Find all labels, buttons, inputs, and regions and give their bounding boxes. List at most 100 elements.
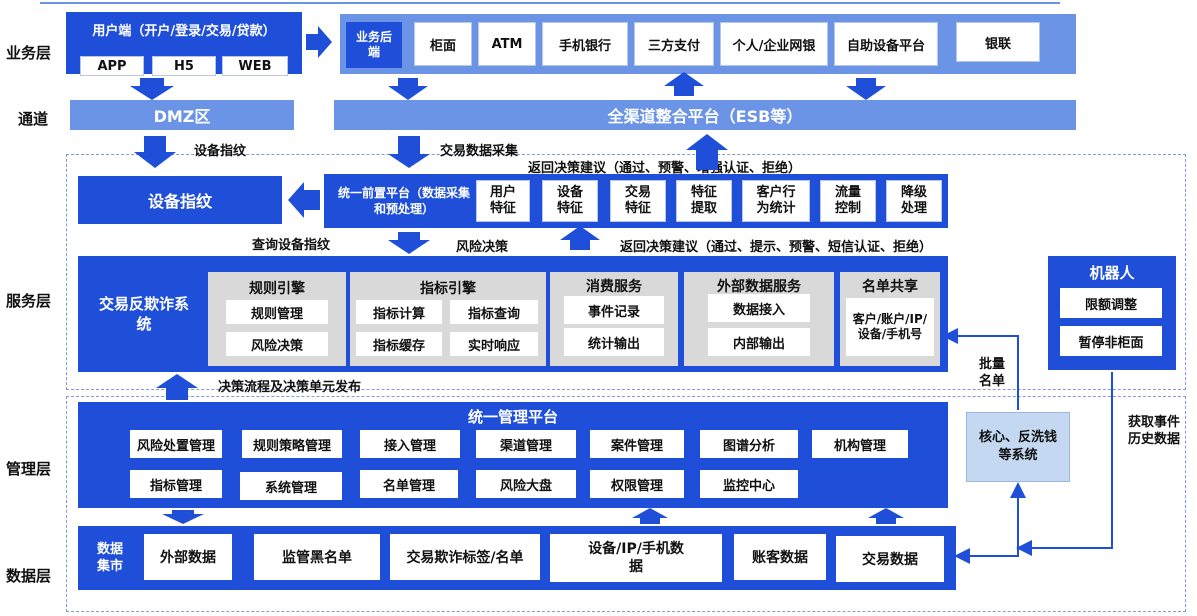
rules-risk-decision: 风险决策	[226, 332, 328, 356]
frontend-device-feature: 设备特征	[542, 180, 598, 222]
layer-label-management: 管理层	[6, 460, 52, 478]
backend-third-pay: 三方支付	[634, 22, 714, 66]
arrow-user-to-dmz	[130, 78, 174, 100]
line-robot-history	[1016, 372, 1113, 556]
mgmt-risk-dashboard: 风险大盘	[476, 470, 576, 498]
mgmt-risk-disposal: 风险处置管理	[130, 430, 222, 458]
label-txn-collect: 交易数据采集	[440, 144, 519, 159]
layer-label-channel: 通道	[18, 110, 49, 128]
rules-engine-title: 规则引擎	[249, 281, 305, 297]
arrow-frontend-to-device-fp	[288, 182, 320, 218]
label-return-suggestion-top: 返回决策建议（通过、预警、增强认证、拒绝）	[528, 161, 802, 176]
rules-engine-panel: 规则引擎 规则管理 风险决策	[208, 272, 346, 366]
external-data-service-panel: 外部数据服务 数据接入 内部输出	[684, 272, 834, 366]
data-device-ip-phone: 设备/IP/手机数据	[550, 534, 722, 582]
layer-label-business: 业务层	[6, 44, 52, 62]
top-divider	[40, 2, 1060, 4]
data-account-customer: 账客数据	[734, 534, 826, 580]
list-share-content: 客户/账户/IP/设备/手机号	[846, 298, 934, 356]
robot-title: 机器人	[1089, 264, 1135, 282]
consumption-service-panel: 消费服务 事件记录 统计输出	[550, 272, 678, 366]
mgmt-org: 机构管理	[812, 430, 908, 458]
line-core-to-data	[954, 484, 1019, 564]
backend-counter: 柜面	[414, 22, 472, 66]
indicator-query: 指标查询	[450, 300, 538, 324]
arrow-data-to-mgmt-device	[632, 508, 668, 524]
backend-netbank: 个人/企业网银	[720, 22, 828, 66]
arrow-mgmt-to-service	[156, 374, 198, 400]
frontend-feature-extract: 特征提取	[676, 180, 732, 222]
data-fraud-labels: 交易欺诈标签/名单	[390, 534, 540, 580]
backend-atm: ATM	[478, 22, 536, 66]
list-share-panel: 名单共享 客户/账户/IP/设备/手机号	[840, 272, 940, 366]
mgmt-graph-analysis: 图谱分析	[700, 430, 798, 458]
mgmt-indicator: 指标管理	[130, 470, 222, 498]
mgmt-channel: 渠道管理	[476, 430, 576, 458]
backend-unionpay: 银联	[956, 22, 1040, 62]
mgmt-rule-strategy: 规则策略管理	[242, 430, 342, 458]
data-external: 外部数据	[144, 534, 232, 580]
data-market-label: 数据集市	[96, 542, 123, 574]
label-device-fp-arrow: 设备指纹	[194, 144, 247, 159]
arrow-dmz-to-device-fp	[134, 136, 176, 168]
layer-label-data: 数据层	[6, 567, 52, 585]
indicator-engine-panel: 指标引擎 指标计算 指标查询 指标缓存 实时响应	[350, 272, 546, 366]
frontend-traffic-control: 流量控制	[820, 180, 876, 222]
arrow-user-to-backend	[306, 26, 332, 58]
robot-box: 机器人 限额调整 暂停非柜面	[1048, 256, 1176, 370]
frontend-txn-feature: 交易特征	[610, 180, 666, 222]
service-dashed-frame	[66, 154, 1186, 390]
external-data-input: 数据接入	[708, 294, 810, 322]
management-dashed-frame	[66, 396, 1186, 612]
mgmt-case: 案件管理	[590, 430, 684, 458]
user-end-web: WEB	[222, 56, 288, 76]
robot-pause-noncounter: 暂停非柜面	[1060, 326, 1162, 356]
label-query-device-fp: 查询设备指纹	[252, 238, 331, 253]
indicator-realtime: 实时响应	[450, 332, 538, 356]
indicator-cache: 指标缓存	[356, 332, 442, 356]
backend-self-service: 自助设备平台	[834, 22, 938, 66]
arrow-selfservice-to-esb	[846, 78, 886, 100]
frontend-user-feature: 用户特征	[476, 180, 530, 222]
anti-fraud-title: 交易反欺诈系统	[98, 295, 189, 333]
data-transaction: 交易数据	[836, 536, 944, 582]
backend-mobile-bank: 手机银行	[542, 22, 628, 66]
list-share-title: 名单共享	[862, 279, 918, 295]
arrow-frontend-to-esb	[686, 134, 728, 170]
esb-platform: 全渠道整合平台（ESB等）	[334, 100, 1076, 130]
arrow-esb-to-frontend	[388, 136, 430, 168]
frontend-behavior-stats: 客户行为统计	[742, 180, 810, 222]
mgmt-list: 名单管理	[360, 470, 458, 498]
label-publish: 决策流程及决策单元发布	[218, 380, 362, 395]
arrow-esb-to-thirdpay	[664, 72, 704, 96]
mgmt-system: 系统管理	[240, 472, 342, 500]
label-return-suggestion-mid: 返回决策建议（通过、提示、预警、短信认证、拒绝）	[620, 240, 933, 255]
frontend-title: 统一前置平台（数据采集和预处理）	[337, 186, 470, 216]
business-backend-label: 业务后端	[346, 22, 402, 68]
management-title: 统一管理平台	[467, 408, 558, 426]
user-end-app: APP	[80, 56, 144, 76]
indicator-engine-title: 指标引擎	[420, 281, 476, 297]
device-fingerprint-box: 设备指纹	[78, 176, 282, 224]
frontend-degrade: 降级处理	[886, 180, 942, 222]
robot-limit-adjust: 限额调整	[1060, 288, 1162, 318]
user-end-box: 用户端（开户/登录/交易/贷款） APP H5 WEB	[66, 12, 302, 76]
indicator-calc: 指标计算	[356, 300, 442, 324]
label-risk-decision: 风险决策	[456, 240, 509, 255]
layer-label-service: 服务层	[6, 292, 52, 310]
external-title: 外部数据服务	[717, 279, 801, 295]
data-regulator-blacklist: 监管黑名单	[254, 534, 380, 580]
core-aml-system: 核心、反洗钱等系统	[966, 412, 1070, 482]
arrow-frontend-to-service	[388, 232, 430, 254]
consumption-event-record: 事件记录	[564, 296, 664, 324]
consumption-title: 消费服务	[586, 279, 642, 295]
user-end-h5: H5	[152, 56, 216, 76]
arrow-service-to-frontend	[560, 226, 600, 250]
line-core-to-listshare	[942, 328, 1019, 410]
label-batch-list: 批量名单	[978, 357, 1005, 389]
label-history: 获取事件历史数据	[1127, 415, 1180, 447]
arrow-backend-to-esb	[388, 78, 428, 100]
consumption-stats-output: 统计输出	[564, 328, 664, 356]
external-internal-output: 内部输出	[708, 328, 810, 356]
